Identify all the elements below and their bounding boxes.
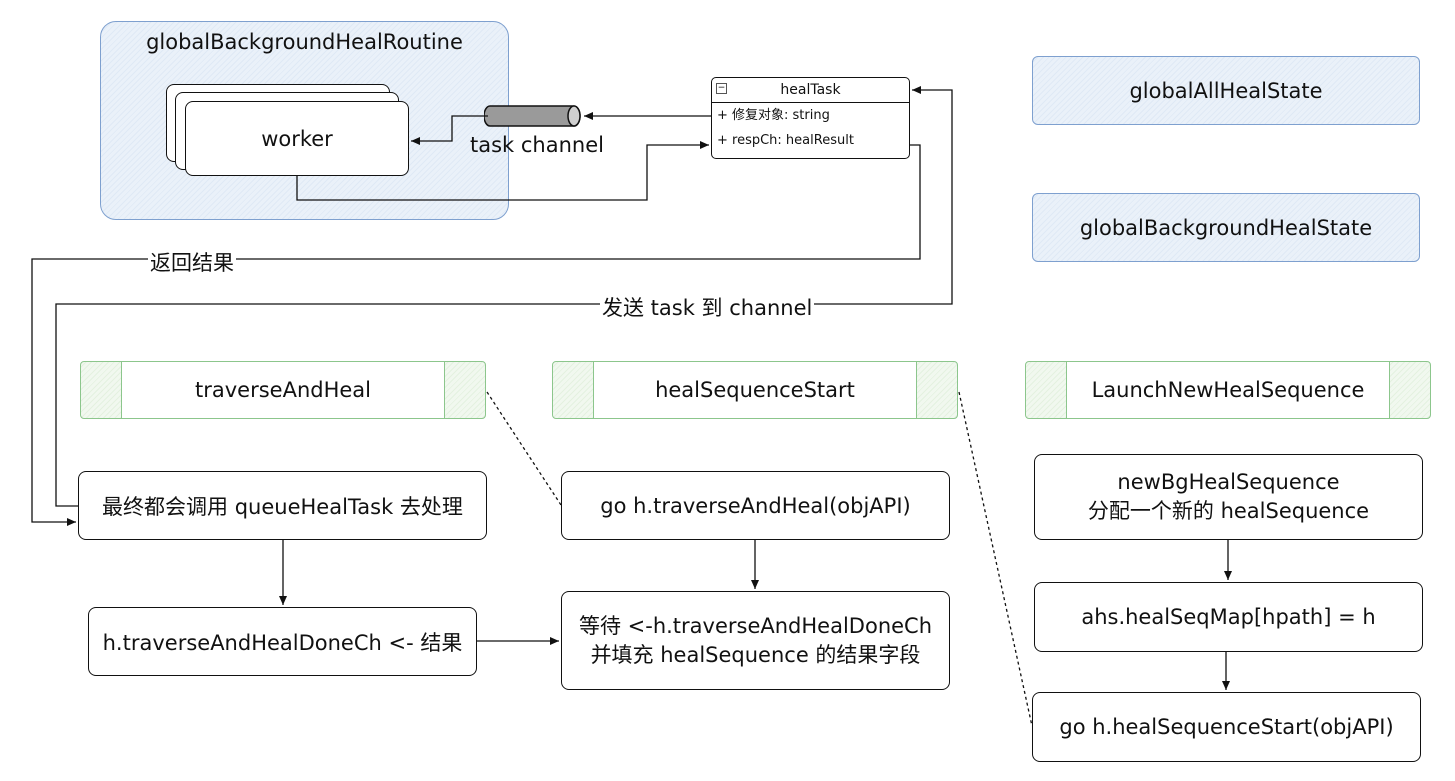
traverse-and-heal-title: traverseAndHeal (195, 378, 371, 402)
worker-node: worker (185, 101, 409, 176)
header-divider (1066, 362, 1390, 418)
new-bg-heal-sequence-node: newBgHealSequence 分配一个新的 healSequence (1034, 454, 1423, 540)
heal-task-header: − healTask (712, 78, 909, 103)
routine-title: globalBackgroundHealRoutine (146, 30, 463, 54)
heal-sequence-start-header: healSequenceStart (552, 361, 958, 419)
traverse-and-heal-header: traverseAndHeal (80, 361, 486, 419)
dotted-healseq-link (958, 391, 1033, 727)
edge-label-return-result: 返回结果 (148, 247, 236, 277)
launch-new-heal-sequence-header: LaunchNewHealSequence (1025, 361, 1431, 419)
new-seq-line-1: newBgHealSequence (1117, 470, 1340, 494)
go-traverse-and-heal-node: go h.traverseAndHeal(objAPI) (561, 471, 950, 540)
wait-done-ch-node: 等待 <-h.traverseAndHealDoneCh 并填充 healSeq… (561, 591, 950, 690)
wait-line-1: 等待 <-h.traverseAndHealDoneCh (578, 613, 933, 638)
collapse-icon[interactable]: − (716, 83, 727, 94)
heal-task-field-target: + 修复对象: string (717, 108, 830, 123)
launch-new-heal-sequence-title: LaunchNewHealSequence (1091, 378, 1365, 402)
queue-heal-task-node: 最终都会调用 queueHealTask 去处理 (78, 471, 487, 540)
global-background-heal-state: globalBackgroundHealState (1032, 193, 1420, 262)
heal-sequence-start-title: healSequenceStart (655, 378, 855, 402)
go-heal-sequence-start-node: go h.healSequenceStart(objAPI) (1032, 692, 1421, 762)
dotted-traverse-link (486, 391, 562, 506)
task-channel-label: task channel (470, 133, 604, 157)
done-ch-send-node: h.traverseAndHealDoneCh <- 结果 (88, 607, 477, 676)
task-channel-cylinder (484, 105, 581, 127)
global-all-heal-state: globalAllHealState (1032, 56, 1420, 125)
heal-task-title: healTask (780, 82, 841, 98)
heal-task-field-respch: + respCh: healResult (717, 133, 854, 148)
heal-seq-map-assign-node: ahs.healSeqMap[hpath] = h (1034, 582, 1423, 652)
wait-line-2: 并填充 healSequence 的结果字段 (590, 642, 921, 667)
new-seq-line-2: 分配一个新的 healSequence (1087, 499, 1370, 523)
heal-task-class: − healTask + 修复对象: string + respCh: heal… (711, 77, 910, 159)
edge-label-send-task: 发送 task 到 channel (600, 292, 815, 322)
